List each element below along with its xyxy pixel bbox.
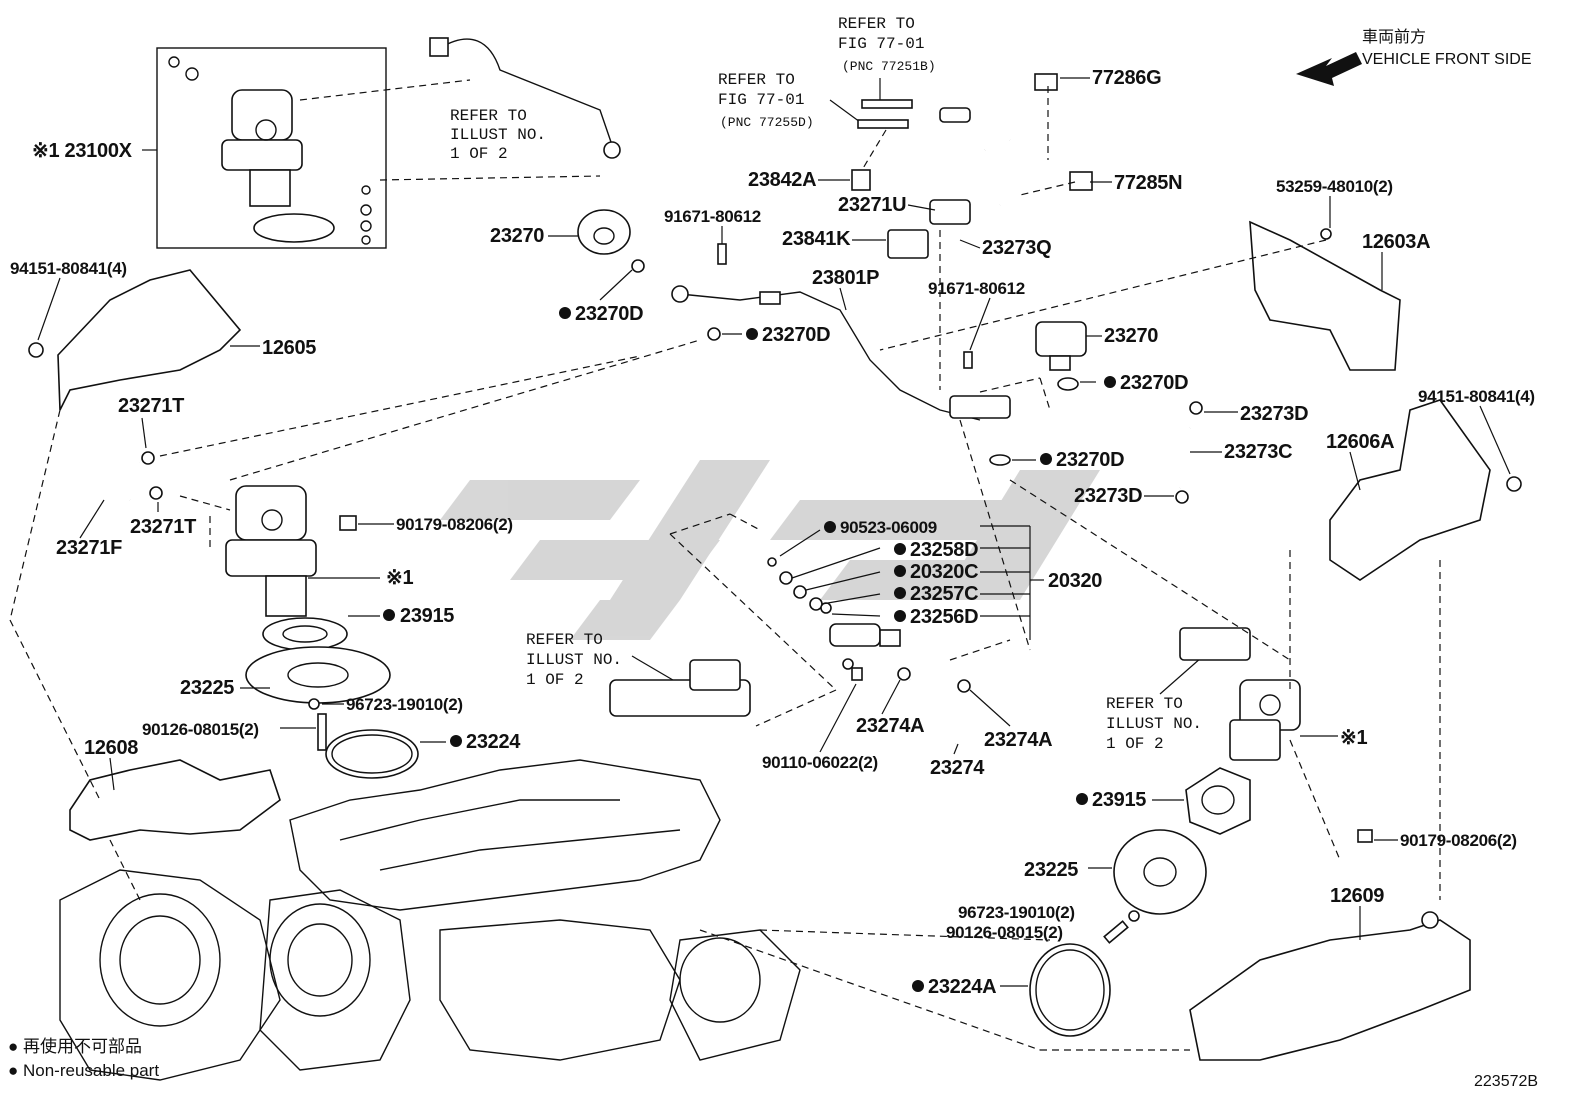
label-90110: 90110-06022(2) [762,753,878,772]
label-77285N: 77285N [1114,172,1182,194]
fuel-pump-right [1179,627,1341,861]
front-arrow-icon [1296,52,1362,86]
refer-fig-77251B: REFER TO FIG 77-01 (PNC 77251B) [838,15,936,74]
label-12605: 12605 [262,337,316,359]
label-23915-right: 23915 [1092,789,1146,811]
watermark-logo [440,460,1100,640]
bracket-12605 [9,269,242,621]
label-23224A: 23224A [928,976,996,998]
label-23274A-right: 23274A [984,729,1052,751]
label-20320: 20320 [1048,570,1102,592]
label-91671-top: 91671-80612 [664,207,761,226]
label-23256D: 23256D [910,606,978,628]
label-23841K: 23841K [782,228,851,250]
bracket-12603A [879,220,1401,371]
refer-line-2: ILLUST NO. [450,126,546,144]
legend-jp: ● 再使用不可部品 [8,1036,142,1056]
label-12603A: 12603A [1362,231,1430,253]
fuel-pump-left [179,339,701,617]
refer-right-line-3: 1 OF 2 [1106,735,1164,753]
label-90179-left: 90179-08206(2) [396,515,513,534]
refer-fig1-line-1: REFER TO [838,15,915,33]
label-90126-left: 90126-08015(2) [142,720,259,739]
label-23270D-b: 23270D [762,324,830,346]
hose-bundle [929,73,1093,225]
refer-fig2-line-3: (PNC 77255D) [720,115,814,130]
label-23257C: 23257C [910,583,978,605]
refer-line-3: 1 OF 2 [450,145,508,163]
refer-right-line-2: ILLUST NO. [1106,715,1202,733]
label-96723-left: 96723-19010(2) [346,695,463,714]
label-23274A-left: 23274A [856,715,924,737]
refer-fig1-line-3: (PNC 77251B) [842,59,936,74]
label-23270-right: 23270 [1104,325,1158,347]
label-23273D-bottom: 23273D [1074,485,1142,507]
label-23225-left: 23225 [180,677,234,699]
label-23273D-top: 23273D [1240,403,1308,425]
legend-en: ● Non-reusable part [8,1061,159,1080]
refer-illust-top: REFER TO ILLUST NO. 1 OF 2 [450,107,546,163]
refer-fig-77255D: REFER TO FIG 77-01 (PNC 77255D) [718,71,814,130]
label-23270D-a: 23270D [575,303,643,325]
label-23271T-top: 23271T [118,395,184,417]
label-23915-left: 23915 [400,605,454,627]
label-23801P: 23801P [812,267,879,289]
bracket-12609 [1189,911,1471,1061]
injector-group [669,513,1044,727]
label-90523: 90523-06009 [840,518,937,537]
intake-manifold [59,759,1190,1081]
refer-fig2-line-1: REFER TO [718,71,795,89]
label-x1-left: ※1 [386,567,413,589]
refer-mid-line-2: ILLUST NO. [526,651,622,669]
label-77286G: 77286G [1092,67,1161,89]
inset-23100X [156,47,601,249]
refer-right-line-1: REFER TO [1106,695,1183,713]
label-23225-right: 23225 [1024,859,1078,881]
label-12606A: 12606A [1326,431,1394,453]
front-side-jp: 車両前方 [1362,28,1426,46]
figure-id: 223572B [1474,1073,1538,1090]
label-23271T-bottom: 23271T [130,516,196,538]
refer-fig2-line-2: FIG 77-01 [718,91,804,109]
label-90179-right: 90179-08206(2) [1400,831,1517,850]
refer-line-1: REFER TO [450,107,527,125]
label-23274: 23274 [930,757,985,779]
label-23273Q: 23273Q [982,237,1051,259]
refer-fig1-line-2: FIG 77-01 [838,35,924,53]
label-96723-right: 96723-19010(2) [958,903,1075,922]
label-23273C: 23273C [1224,441,1292,463]
refer-mid-line-3: 1 OF 2 [526,671,584,689]
legend: ● 再使用不可部品 ● Non-reusable part [8,1036,159,1080]
label-23271U: 23271U [838,194,906,216]
refer-illust-right: REFER TO ILLUST NO. 1 OF 2 [1106,649,1211,753]
label-23270-top: 23270 [490,225,544,247]
refer-mid-line-1: REFER TO [526,631,603,649]
front-side-en: VEHICLE FRONT SIDE [1362,51,1532,68]
vehicle-front-indicator: 車両前方 VEHICLE FRONT SIDE [1296,28,1532,86]
label-23842A: 23842A [748,169,816,191]
label-23100X: ※1 23100X [32,140,133,162]
label-90126-right: 90126-08015(2) [946,923,1063,942]
label-94151-right: 94151-80841(4) [1418,387,1535,406]
label-23270D-c: 23270D [1120,372,1188,394]
label-91671-right: 91671-80612 [928,279,1025,298]
label-12608: 12608 [84,737,138,759]
label-23258D: 23258D [910,539,978,561]
refer-illust-middle: REFER TO ILLUST NO. 1 OF 2 [526,631,751,717]
label-12609: 12609 [1330,885,1384,907]
label-23270D-d: 23270D [1056,449,1124,471]
label-x1-right: ※1 [1340,727,1367,749]
bracket-12606A [1329,399,1491,900]
label-23224: 23224 [466,731,521,753]
label-20320C: 20320C [910,561,978,583]
bracket-12608 [69,759,281,841]
label-23271F: 23271F [56,537,122,559]
label-94151-left: 94151-80841(4) [10,259,127,278]
label-53259: 53259-48010(2) [1276,177,1393,196]
